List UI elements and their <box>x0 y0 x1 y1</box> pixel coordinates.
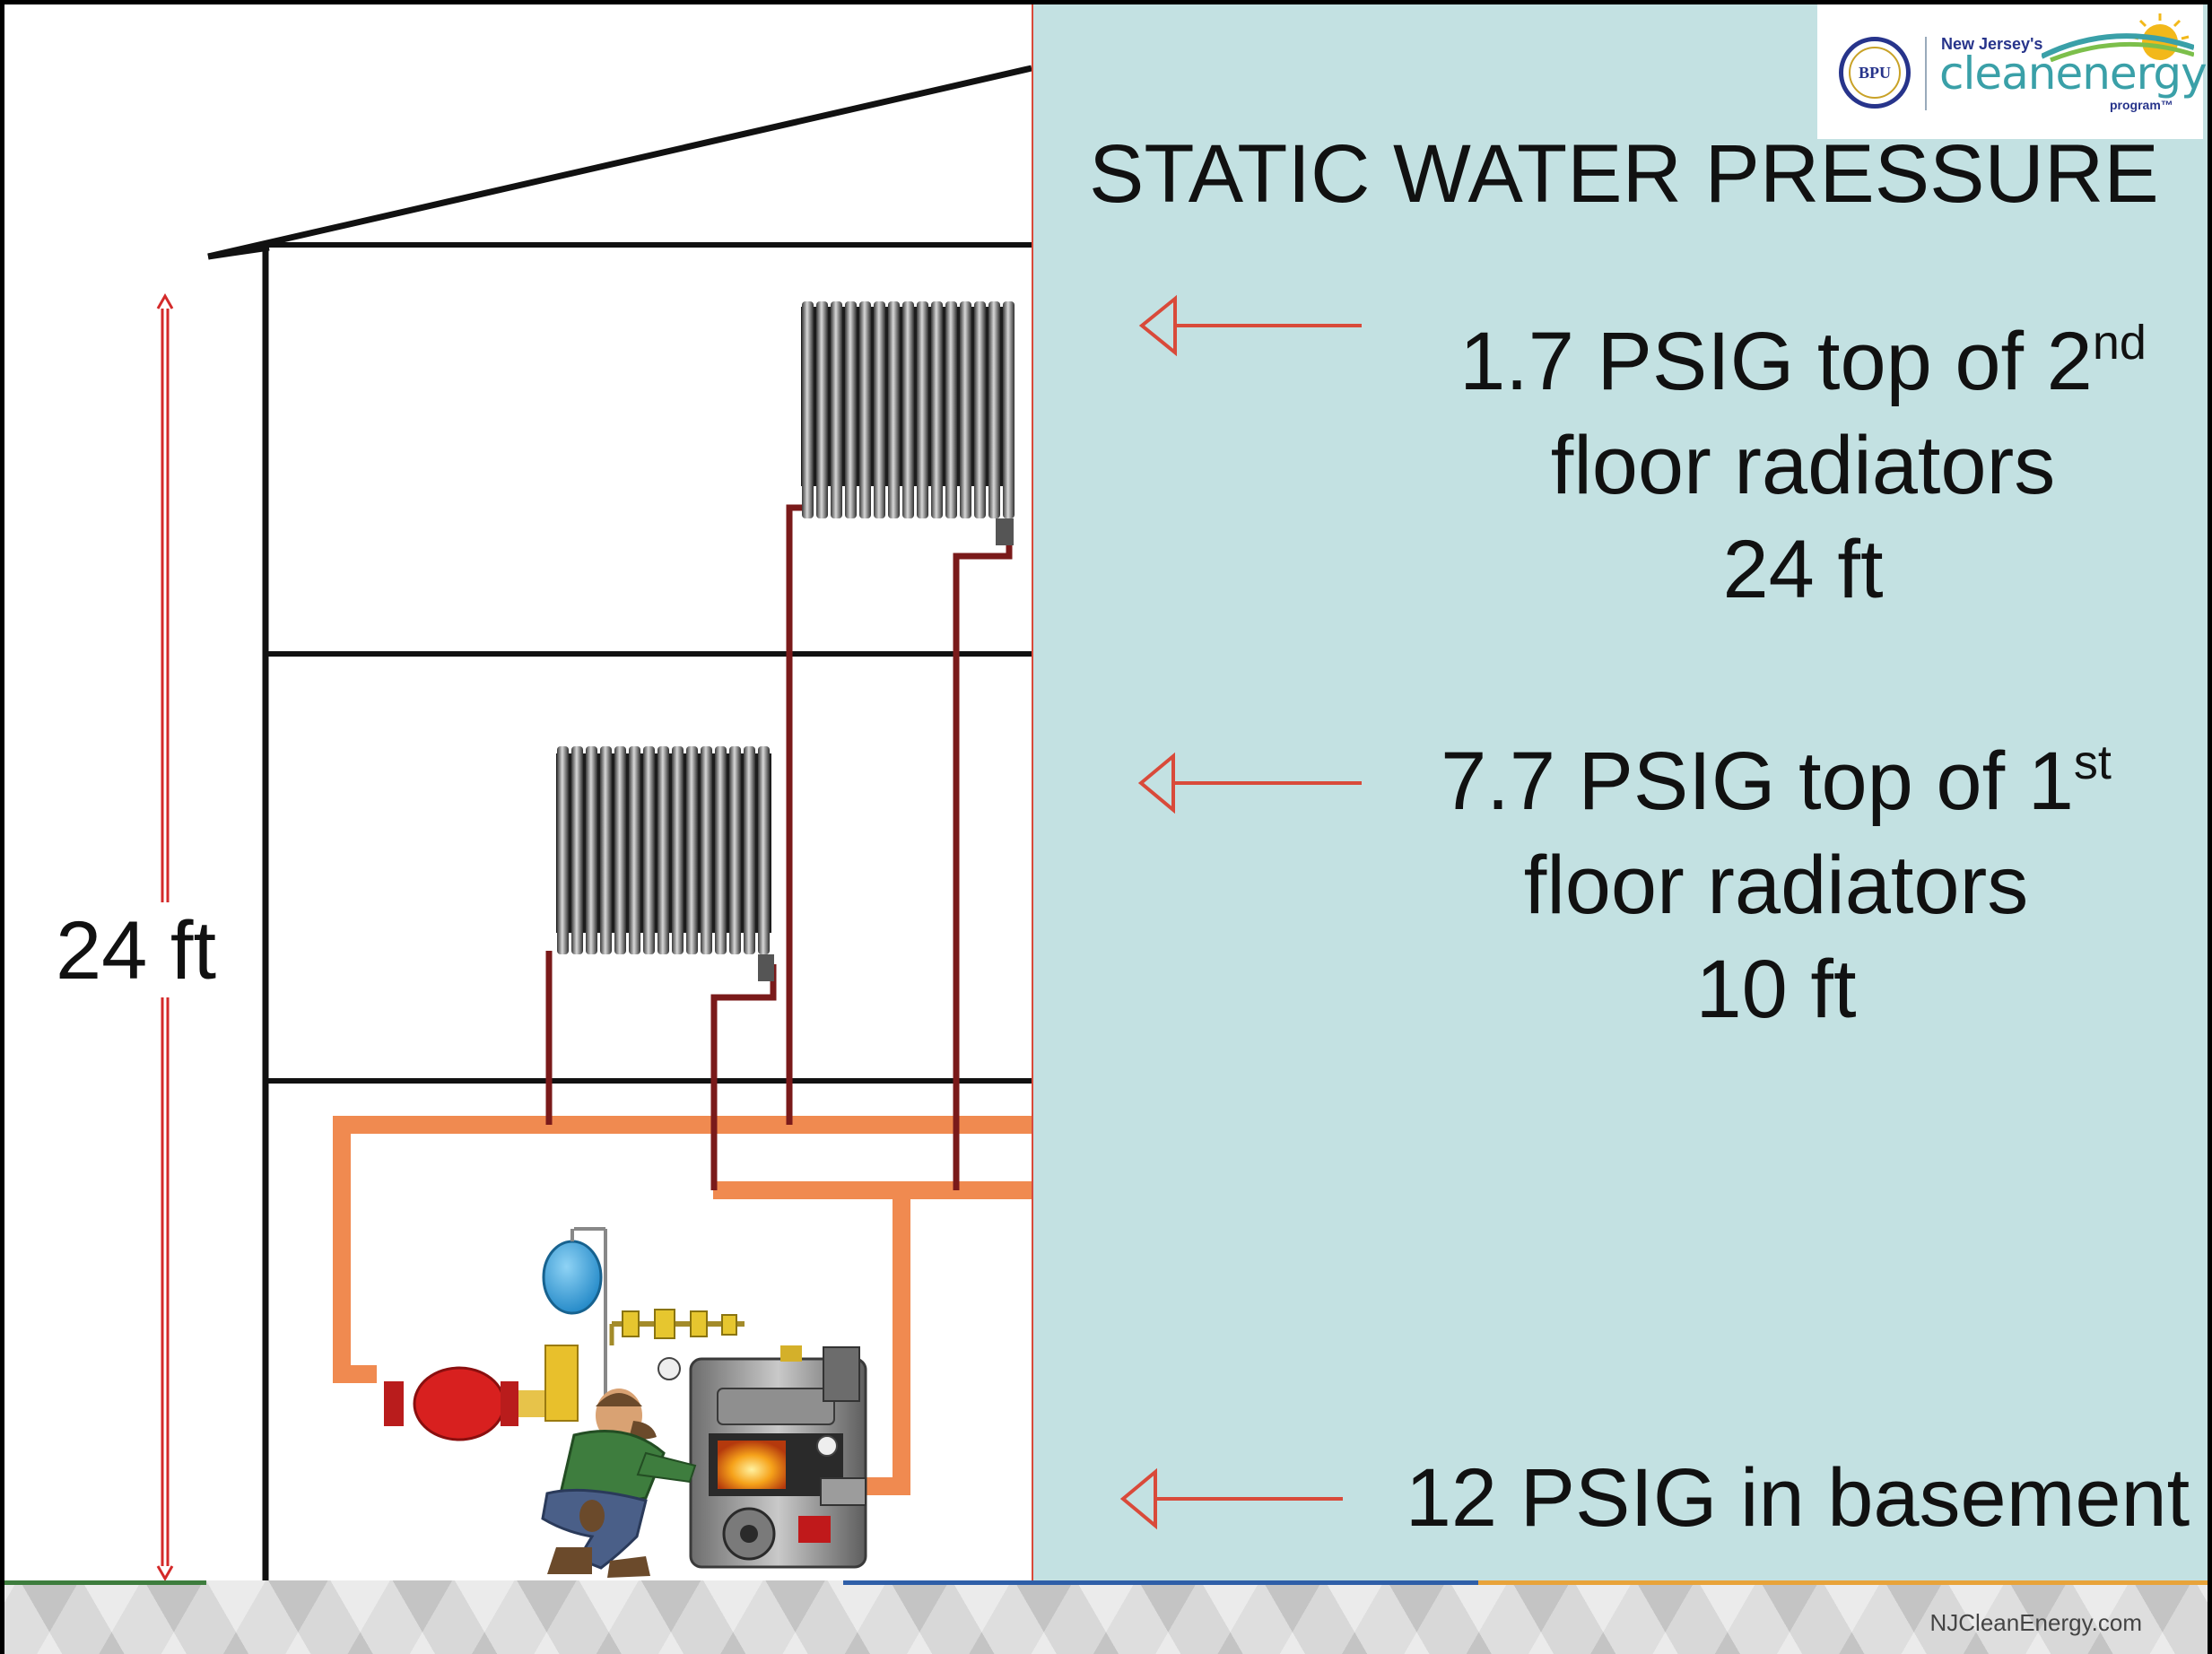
logo-program-text: program™ <box>2110 98 2173 112</box>
callout-2nd-line3: 24 ft <box>1722 524 1884 615</box>
arrow-basement-icon <box>1119 1467 1343 1530</box>
radiator-1st-floor-icon <box>556 746 774 981</box>
logo-small-text: New Jersey's <box>1941 35 2043 53</box>
height-dimension-icon <box>156 292 174 1582</box>
roof-line <box>207 65 1032 260</box>
height-dimension-label: 24 ft <box>56 904 217 997</box>
seal-text: BPU <box>1849 47 1901 99</box>
expansion-tank-icon <box>542 1227 607 1399</box>
callout-basement-line1: 12 PSIG in basement <box>1405 1452 2190 1544</box>
eave-line <box>207 244 270 260</box>
footer-stripe-green <box>0 1580 206 1585</box>
slide-title: STATIC WATER PRESSURE <box>1089 128 2159 220</box>
fill-valve-assembly-icon <box>609 1309 745 1345</box>
radiator-2nd-floor-icon <box>801 301 1015 545</box>
callout-2nd-floor: 1.7 PSIG top of 2nd floor radiators 24 f… <box>1399 309 2207 622</box>
footer-url: NJCleanEnergy.com <box>1929 1609 2142 1636</box>
footer-stripe-orange <box>1478 1580 2212 1585</box>
sun-swoosh-icon <box>2042 13 2194 62</box>
info-panel <box>1032 4 2209 1580</box>
arrow-1st-floor-icon <box>1137 752 1362 814</box>
callout-1st-floor: 7.7 PSIG top of 1st floor radiators 10 f… <box>1372 729 2180 1041</box>
circulator-pump-icon <box>384 1345 579 1441</box>
bpu-seal-icon: BPU <box>1839 37 1911 109</box>
riser-2nd-supply <box>786 504 803 1125</box>
boiler-icon <box>658 1345 867 1569</box>
clean-energy-logo: BPU New Jersey's cleanenergy program™ <box>1817 4 2208 139</box>
footer-stripe-blue <box>843 1580 1478 1585</box>
supply-main-pipe <box>333 1116 1032 1383</box>
callout-1st-line2: floor radiators <box>1523 840 2029 931</box>
arrow-2nd-floor-icon <box>1138 294 1362 357</box>
slide-footer: NJCleanEnergy.com <box>0 1580 2212 1654</box>
callout-1st-line3: 10 ft <box>1695 944 1857 1035</box>
return-drop-pipe <box>852 1190 910 1495</box>
technician-icon <box>541 1388 697 1578</box>
callout-1st-line1: 7.7 PSIG top of 1st <box>1441 736 2112 827</box>
logo-brand-text: cleanenergy <box>1939 48 2208 100</box>
callout-basement: 12 PSIG in basement <box>1385 1446 2210 1550</box>
logo-divider <box>1925 37 1927 110</box>
callout-2nd-line2: floor radiators <box>1550 420 2056 511</box>
callout-2nd-line1: 1.7 PSIG top of 2nd <box>1459 316 2147 407</box>
